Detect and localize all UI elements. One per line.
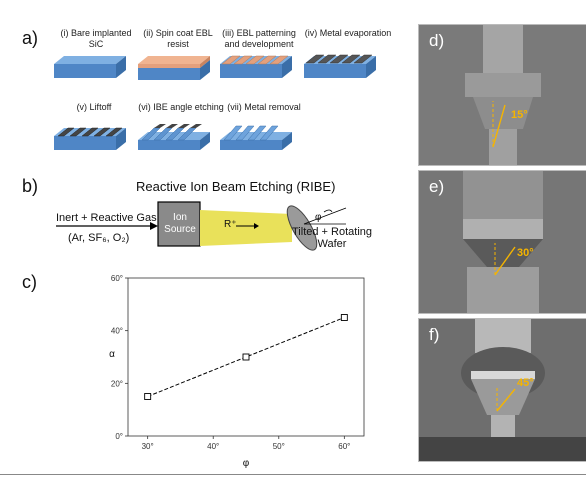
y-tick-label: 0° [115, 432, 123, 441]
ribe-title: Reactive Ion Beam Etching (RIBE) [136, 179, 336, 194]
gas-detail: (Ar, SF₆, O₂) [68, 232, 130, 244]
step-caption-4: (iv) Metal evaporation [300, 28, 396, 39]
wafer-label: Tilted + Rotating Wafer [292, 226, 372, 250]
ion-source-line1: Ion [173, 212, 187, 223]
step-caption-7: (vii) Metal removal [220, 102, 308, 113]
step-caption-1: (i) Bare implanted SiC [58, 28, 134, 50]
data-point [242, 353, 250, 361]
block-ebl-pattern [220, 55, 292, 78]
panel-label-f: f) [429, 325, 440, 344]
angle-label-e: 30° [517, 247, 534, 259]
x-tick-label: 60° [338, 442, 350, 451]
ion-source-label: Ion Source [160, 212, 200, 236]
step-caption-1-line1: (i) Bare implanted [60, 28, 132, 38]
step-caption-6: (vi) IBE angle etching [136, 102, 226, 113]
panel-label-b: b) [22, 176, 39, 196]
sem-image-f-graphic [419, 319, 586, 461]
step-caption-3-line1: (iii) EBL patterning [222, 28, 296, 38]
step-caption-5: (v) Liftoff [58, 102, 130, 113]
x-axis-label: φ [243, 458, 250, 468]
rotation-arrow-icon [323, 209, 333, 213]
gas-label: Inert + Reactive Gas [56, 212, 157, 224]
ion-beam [200, 210, 292, 246]
y-tick-label: 60° [111, 274, 123, 283]
y-axis-label: α [109, 349, 115, 360]
step-caption-6-line1: (vi) IBE angle etching [138, 102, 224, 112]
bottom-rule [0, 474, 586, 475]
wafer-label-line2: Wafer [317, 238, 347, 250]
sem-image-d-graphic [419, 25, 586, 165]
step-caption-4-line1: (iv) Metal evaporation [304, 28, 392, 38]
sem-image-d: d) 15° [418, 24, 586, 166]
sem-image-e: e) 30° [418, 170, 586, 314]
y-tick-label: 40° [111, 327, 123, 336]
alpha-vs-phi-chart: 30° 40° 50° 60° 0° 20° 40° 60° φ α [109, 274, 365, 468]
panel-label-d: d) [429, 31, 445, 50]
x-tick-label: 50° [273, 442, 285, 451]
ion-source-line2: Source [164, 224, 196, 235]
sem-image-f: f) 45° [418, 318, 586, 462]
plot-frame [127, 277, 365, 437]
sem-image-e-graphic [419, 171, 586, 313]
ribe-schematic [56, 201, 347, 251]
y-tick-label: 20° [111, 379, 123, 388]
step-caption-2: (ii) Spin coat EBL resist [138, 28, 218, 50]
data-point [144, 393, 152, 400]
step-caption-2-line1: (ii) Spin coat EBL [143, 28, 213, 38]
block-resist [138, 56, 210, 80]
panel-label-e: e) [429, 177, 445, 196]
step-caption-5-line1: (v) Liftoff [76, 102, 112, 112]
beam-label: R⁺ [224, 219, 237, 230]
data-point [340, 314, 348, 321]
x-tick-label: 40° [207, 442, 219, 451]
panel-label-a: a) [22, 28, 39, 48]
block-ibe-etch [138, 124, 210, 150]
block-bare-sic [54, 56, 126, 78]
step-caption-1-line2: SiC [88, 39, 104, 49]
step-caption-2-line2: resist [167, 39, 189, 49]
angle-label-d: 15° [511, 109, 528, 121]
block-metal-removal [220, 125, 292, 150]
phi-label: φ [315, 212, 322, 223]
wafer-label-line1: Tilted + Rotating [292, 226, 372, 238]
angle-label-f: 45° [517, 377, 534, 389]
step-caption-3: (iii) EBL patterning and development [218, 28, 300, 50]
x-tick-label: 30° [142, 442, 154, 451]
wafer [286, 205, 318, 251]
step-caption-7-line1: (vii) Metal removal [227, 102, 301, 112]
block-metal-evap [304, 54, 376, 78]
panel-label-c: c) [22, 272, 37, 292]
block-liftoff [54, 127, 126, 150]
step-caption-3-line2: and development [224, 39, 294, 49]
